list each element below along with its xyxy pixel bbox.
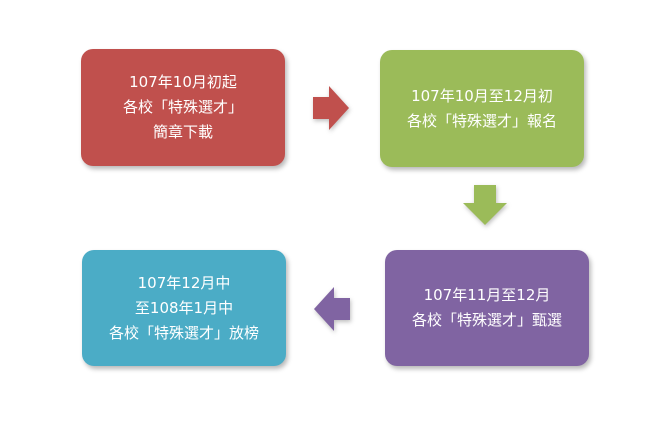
arrow-right-icon xyxy=(313,86,349,130)
step-1-line-2: 各校「特殊選才」 xyxy=(122,98,243,116)
step-2-line-1: 107年10月至12月初 xyxy=(411,86,553,105)
step-2-line-2: 各校「特殊選才」報名 xyxy=(406,111,557,130)
step-2-box: 107年10月至12月初 各校「特殊選才」報名 xyxy=(380,50,584,167)
arrow-left-icon xyxy=(314,287,350,331)
step-3-line-2: 各校「特殊選才」甄選 xyxy=(411,311,562,329)
step-4-line-2: 至108年1月中 xyxy=(134,298,234,317)
arrow-down-icon xyxy=(463,185,507,225)
step-3-box: 107年11月至12月 各校「特殊選才」甄選 xyxy=(385,250,589,366)
step-4-box: 107年12月中 至108年1月中 各校「特殊選才」放榜 xyxy=(82,250,286,366)
step-1-line-3: 簡章下載 xyxy=(152,123,213,141)
step-1-box: 107年10月初起 各校「特殊選才」 簡章下載 xyxy=(81,49,285,166)
step-1-line-1: 107年10月初起 xyxy=(129,73,237,91)
step-4-line-1: 107年12月中 xyxy=(137,273,231,292)
step-3-line-1: 107年11月至12月 xyxy=(423,286,551,304)
step-4-line-3: 各校「特殊選才」放榜 xyxy=(108,323,259,342)
